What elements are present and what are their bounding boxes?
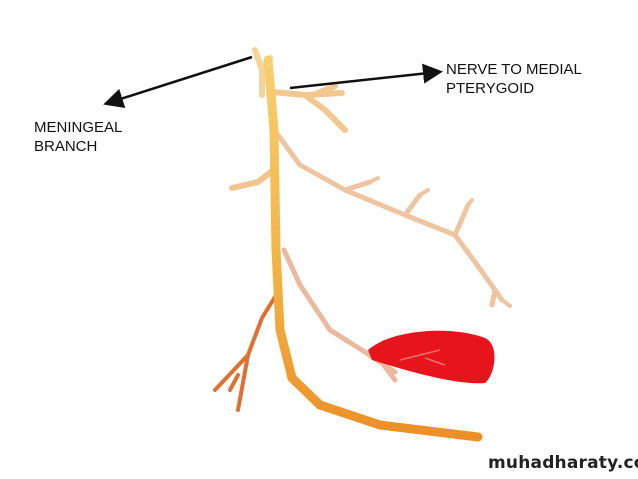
left-upper-branch [229,165,279,191]
label-line: MENINGEAL [34,119,123,136]
label-line: PTERYGOID [446,80,535,97]
main-trunk [263,55,483,442]
nerve-to-medial-pterygoid-arrow [289,63,443,90]
label-meningeal-branch: MENINGEAL BRANCH [34,118,122,156]
label-nerve-to-medial-pterygoid: NERVE TO MEDIAL PTERYGOID [446,60,582,98]
long-posterior-branch [275,132,505,308]
muscle-medial-pterygoid [368,330,495,384]
watermark: muhadharaty.com [488,453,638,473]
nerve-to-medial-pterygoid-branch [269,83,348,133]
label-line: NERVE TO MEDIAL [446,61,582,78]
meningeal-arrow [103,55,253,108]
lower-left-branch [213,290,280,412]
label-line: BRANCH [34,138,98,155]
